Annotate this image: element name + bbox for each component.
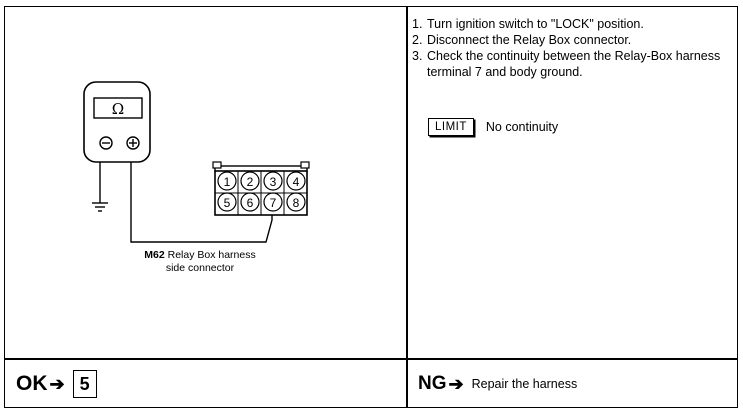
pin-2: 2 — [247, 175, 254, 189]
ng-action: Repair the harness — [471, 377, 578, 391]
instruction-3: 3. Check the continuity between the Rela… — [412, 48, 732, 80]
column-divider — [406, 6, 408, 408]
pin-6: 6 — [247, 196, 254, 210]
ohmmeter — [83, 81, 151, 163]
connector-caption: M62 Relay Box harness side connector — [130, 249, 270, 275]
instruction-2-text: Disconnect the Relay Box connector. — [427, 33, 632, 47]
pin-7: 7 — [270, 196, 277, 210]
result-divider — [4, 358, 738, 360]
caption-line-1: Relay Box harness — [164, 249, 256, 261]
instruction-3-text: Check the continuity between the Relay-B… — [427, 49, 721, 79]
connector-code: M62 — [144, 249, 165, 261]
ok-next-step: 5 — [72, 370, 97, 398]
ohm-symbol: Ω — [112, 100, 124, 118]
instruction-2-num: 2. — [412, 33, 423, 47]
instruction-2: 2. Disconnect the Relay Box connector. — [412, 32, 732, 48]
instruction-1-num: 1. — [412, 17, 423, 31]
page-frame — [4, 6, 738, 408]
ohmmeter-display — [93, 97, 143, 119]
caption-line-2: side connector — [165, 262, 235, 274]
instruction-1-text: Turn ignition switch to "LOCK" position. — [427, 17, 644, 31]
relay-box-connector: 1 2 3 4 5 6 7 8 — [212, 161, 310, 216]
ng-arrow-icon: ➔ — [448, 373, 464, 394]
ok-label: OK — [16, 372, 48, 395]
pin-1: 1 — [224, 175, 231, 189]
limit-value: No continuity — [485, 120, 559, 134]
ok-result: OK ➔ 5 — [16, 370, 97, 398]
ng-label: NG — [418, 373, 447, 394]
limit-row: LIMIT No continuity — [428, 118, 558, 136]
ok-arrow-icon: ➔ — [49, 373, 65, 394]
ground-icon — [92, 202, 108, 212]
instruction-1: 1. Turn ignition switch to "LOCK" positi… — [412, 16, 732, 32]
instruction-3-num: 3. — [412, 49, 423, 63]
pin-4: 4 — [293, 175, 300, 189]
pin-8: 8 — [293, 196, 300, 210]
ng-result: NG ➔ Repair the harness — [418, 373, 577, 395]
instruction-list: 1. Turn ignition switch to "LOCK" positi… — [412, 16, 732, 80]
pin-3: 3 — [270, 175, 277, 189]
pin-5: 5 — [224, 196, 231, 210]
limit-label: LIMIT — [428, 118, 474, 136]
